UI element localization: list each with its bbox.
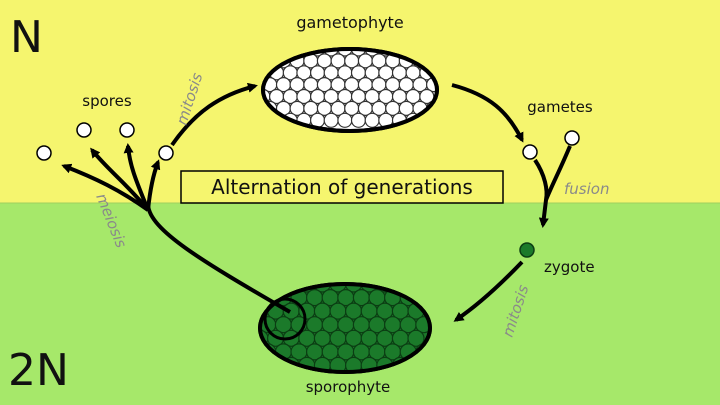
cell bbox=[350, 112, 367, 128]
meiosis-arrows bbox=[61, 143, 292, 314]
cell bbox=[329, 284, 347, 293]
haploid-label: N bbox=[10, 12, 43, 63]
cell bbox=[364, 112, 380, 128]
gametophyte-label: gametophyte bbox=[296, 13, 403, 32]
cell bbox=[419, 88, 435, 105]
center-title: Alternation of generations bbox=[211, 175, 473, 199]
gametes-arrow bbox=[451, 83, 524, 143]
spore bbox=[119, 122, 135, 138]
cell bbox=[407, 329, 425, 347]
gametes-label: gametes bbox=[527, 98, 593, 116]
spore bbox=[158, 145, 174, 161]
center-title-box bbox=[180, 170, 504, 204]
mitosis-arrow-top bbox=[170, 82, 258, 147]
fusion-arrow bbox=[533, 145, 572, 225]
zygote-cell bbox=[519, 242, 535, 258]
spore bbox=[76, 122, 92, 138]
cell bbox=[323, 112, 339, 128]
sporophyte-label: sporophyte bbox=[306, 378, 391, 396]
spores bbox=[36, 122, 174, 161]
cell bbox=[323, 49, 339, 57]
gamete bbox=[564, 130, 580, 146]
spores-label: spores bbox=[82, 92, 132, 110]
fusion-label: fusion bbox=[564, 180, 609, 198]
cell bbox=[337, 112, 353, 128]
mitosis-arrow-bottom bbox=[453, 260, 524, 322]
spore bbox=[36, 145, 52, 161]
cell bbox=[350, 49, 367, 57]
diploid-label: 2N bbox=[8, 345, 69, 396]
cell bbox=[337, 49, 353, 57]
zygote-label: zygote bbox=[544, 258, 595, 276]
cell bbox=[345, 284, 363, 293]
gamete bbox=[522, 144, 538, 160]
meiosis-cell-highlight bbox=[263, 297, 307, 341]
